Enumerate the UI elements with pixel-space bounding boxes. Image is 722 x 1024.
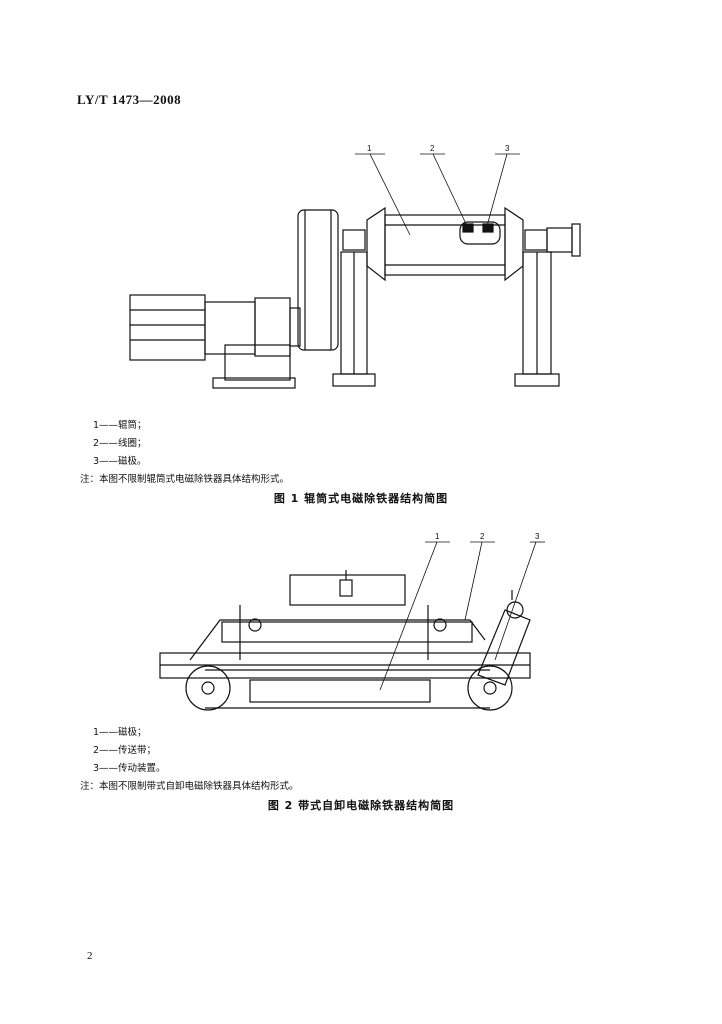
figure-2-caption: 图 2 带式自卸电磁除铁器结构简图 xyxy=(267,799,455,812)
left-support xyxy=(332,229,376,387)
fig2-callout-3: 3 xyxy=(535,532,540,541)
figure-2-note: 注：本图不限制带式自卸电磁除铁器具体结构形式。 xyxy=(80,781,299,792)
conveyor-belt xyxy=(185,665,513,711)
legend-item: 1——磁极； xyxy=(93,727,147,738)
magnet-housing xyxy=(289,570,406,606)
standard-code: LY/T 1473—2008 xyxy=(77,92,182,107)
frame xyxy=(159,605,531,679)
right-support xyxy=(514,223,581,387)
fig2-callout-1: 1 xyxy=(435,532,440,541)
motor xyxy=(129,294,301,389)
fig2-callout-2: 2 xyxy=(480,532,485,541)
page-number: 2 xyxy=(87,950,93,962)
legend-item: 2——传送带； xyxy=(93,745,157,756)
flywheel xyxy=(297,209,339,351)
figure-1-drawing: 1 2 3 xyxy=(115,140,595,400)
fig1-callout-2: 2 xyxy=(430,144,435,153)
figure-1-leader-lines xyxy=(355,153,520,236)
fig1-callout-3: 3 xyxy=(505,144,510,153)
figure-1-caption: 图 1 辊筒式电磁除铁器结构简图 xyxy=(273,492,449,505)
drum-roller xyxy=(366,206,524,282)
fig1-callout-1: 1 xyxy=(367,144,372,153)
figure-1-note: 注：本图不限制辊筒式电磁除铁器具体结构形式。 xyxy=(80,474,290,485)
figure-2-leader-lines xyxy=(379,541,545,691)
legend-item: 3——传动装置。 xyxy=(93,763,166,774)
figure-2-drawing: 1 2 3 xyxy=(150,530,550,720)
legend-item: 2——线圈； xyxy=(93,438,147,449)
figure-1-legend: 1——辊筒； 2——线圈； 3——磁极。 xyxy=(93,417,147,471)
legend-item: 1——辊筒； xyxy=(93,420,147,431)
legend-item: 3——磁极。 xyxy=(93,456,147,467)
figure-2-legend: 1——磁极； 2——传送带； 3——传动装置。 xyxy=(93,724,166,778)
